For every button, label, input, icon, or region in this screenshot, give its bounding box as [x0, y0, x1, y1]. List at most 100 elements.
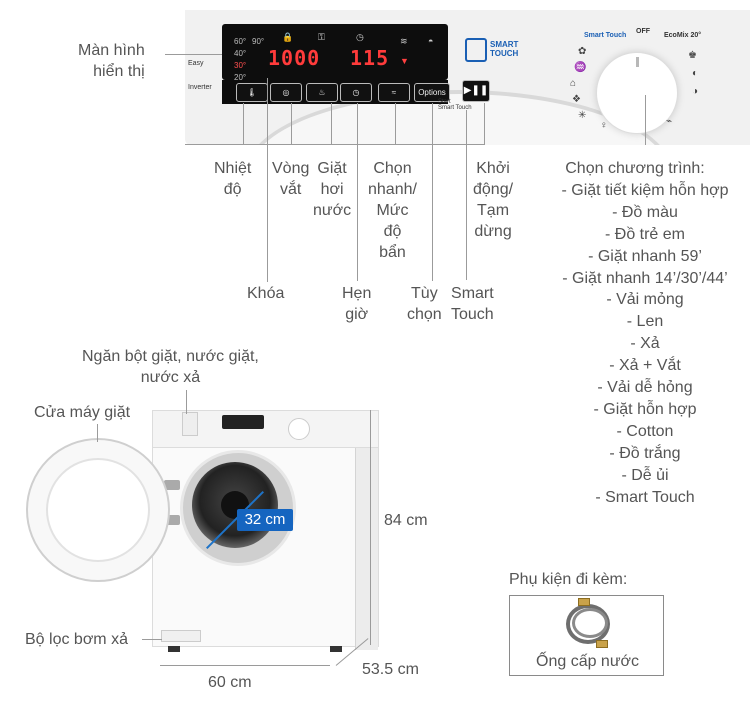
- filter-leader: [142, 639, 162, 640]
- smart-touch-icon: [465, 38, 487, 62]
- quick-button[interactable]: ≈: [378, 83, 410, 102]
- thermometer-icon: 🌡: [246, 88, 258, 97]
- dial-off: OFF: [636, 28, 650, 35]
- program-title: Chọn chương trình:: [565, 160, 705, 177]
- label-spin: Vòng vắt: [272, 160, 310, 198]
- dial-icon-b: ♒: [574, 62, 587, 73]
- width-dim-line: [160, 665, 330, 666]
- program-item: - Giặt nhanh 59’: [588, 247, 702, 265]
- play-pause-icon: ▶❚❚: [463, 85, 489, 96]
- spin-icon: ◎: [282, 88, 290, 97]
- dial-leader: [645, 95, 646, 145]
- dial-icon-d: ❖: [572, 94, 581, 105]
- detergent-drawer: [182, 412, 198, 436]
- start-smart-text: Start Smart Touch: [438, 99, 472, 111]
- options-label: Options: [418, 88, 446, 97]
- options-leader: [432, 103, 433, 281]
- spin-button[interactable]: ◎: [270, 83, 302, 102]
- temperature-button[interactable]: 🌡: [236, 83, 268, 102]
- temp-leader: [243, 103, 244, 145]
- label-steam: Giặt hơi nước: [313, 160, 352, 219]
- program-item: - Dễ ủi: [621, 466, 669, 484]
- machine-display: [222, 415, 264, 429]
- machine-dial: [288, 418, 310, 440]
- options-button[interactable]: Options: [414, 83, 450, 102]
- drum-diameter-label: 32 cm: [237, 509, 293, 531]
- spin-leader: [291, 103, 292, 145]
- label-quick: Chọn nhanh/ Mức độ bẩn: [368, 160, 417, 261]
- timer-button[interactable]: ◷: [340, 83, 372, 102]
- dial-icon-e: ✳: [578, 110, 587, 121]
- height-label: 84 cm: [384, 512, 428, 529]
- program-item: - Đồ trắng: [609, 444, 681, 462]
- panel-baseline: [185, 144, 485, 145]
- dial-icon-i: ◑: [692, 86, 699, 97]
- machine-side: [355, 410, 378, 650]
- inverter-text: Inverter: [188, 84, 212, 91]
- accessory-item: Ống cấp nước: [536, 653, 640, 670]
- program-item: - Smart Touch: [595, 488, 695, 506]
- hinge-top: [164, 480, 180, 490]
- lock-leader: [267, 78, 268, 282]
- program-item: - Len: [626, 313, 664, 331]
- program-item: - Giặt tiết kiệm hỗn hợp: [561, 181, 729, 199]
- label-door: Cửa máy giặt: [34, 404, 131, 421]
- program-dial[interactable]: [596, 52, 678, 134]
- program-item: - Vải mỏng: [606, 291, 684, 309]
- label-lock: Khóa: [247, 285, 285, 302]
- program-item: - Cotton: [616, 422, 674, 440]
- label-filter: Bộ lọc bơm xả: [25, 631, 128, 648]
- hose-icon: [566, 604, 610, 644]
- readout-time: 115: [350, 46, 390, 70]
- label-timer: Hẹn giờ: [342, 285, 372, 323]
- width-label: 60 cm: [208, 674, 252, 691]
- drain-filter: [161, 630, 201, 642]
- temp-40: 40°: [234, 49, 247, 58]
- timer-leader: [357, 103, 358, 281]
- label-temperature: Nhiệt độ: [214, 160, 252, 198]
- steam-button[interactable]: ♨: [306, 83, 338, 102]
- quick-icon: ≈: [391, 88, 397, 97]
- start-leader: [484, 103, 485, 145]
- accessory-title: Phụ kiện đi kèm:: [509, 571, 628, 588]
- steam-leader: [331, 103, 332, 145]
- label-options: Tùy chọn: [407, 285, 442, 323]
- height-dim-line: [370, 410, 371, 645]
- program-item: - Đồ trẻ em: [604, 225, 685, 243]
- timer-icon: ◷: [356, 32, 364, 42]
- dial-icon-h: ◐: [692, 68, 699, 79]
- smarttouch-leader: [466, 110, 467, 280]
- temp-60: 60°: [234, 37, 247, 46]
- temp-30: 30°: [234, 61, 247, 70]
- program-item: - Xả + Vắt: [609, 357, 681, 375]
- dial-marker: [636, 57, 639, 67]
- hose-fitting-a: [578, 598, 590, 606]
- hinge-bottom: [164, 515, 180, 525]
- program-item: - Đồ màu: [612, 203, 678, 221]
- hose-inner: [572, 608, 608, 638]
- temp-20: 20°: [234, 73, 247, 82]
- dial-icon-a: ✿: [578, 46, 587, 57]
- program-item: - Giặt hỗn hợp: [593, 400, 697, 418]
- dial-icon-f: ♀: [600, 120, 608, 131]
- smart-touch-logo: SMART TOUCH: [490, 40, 519, 58]
- lock-icon: 🔒: [282, 32, 294, 42]
- display-screen: [222, 24, 448, 80]
- shirt-icon: ◓: [428, 36, 434, 46]
- hose-fitting-b: [596, 640, 608, 648]
- display-leader: [165, 54, 222, 55]
- foot-left: [168, 646, 180, 652]
- program-item: - Giặt nhanh 14’/30’/44’: [562, 269, 728, 287]
- display-label: Màn hình hiển thị: [78, 42, 145, 80]
- wifi-icon: ≋: [400, 36, 408, 46]
- dial-ecomix: EcoMix 20°: [664, 32, 702, 39]
- dial-icon-c: ⌂: [570, 78, 577, 89]
- depth-label: 53.5 cm: [362, 661, 419, 678]
- clock-icon: ◷: [352, 88, 360, 97]
- start-pause-button[interactable]: ▶❚❚: [462, 80, 490, 102]
- program-item: - Vải dễ hỏng: [597, 379, 693, 397]
- door-glass: [46, 458, 150, 562]
- dial-icon-g: ♚: [688, 50, 697, 61]
- program-list: Chọn chương trình: - Giặt tiết kiệm hỗn …: [520, 158, 750, 509]
- quick-leader: [395, 103, 396, 145]
